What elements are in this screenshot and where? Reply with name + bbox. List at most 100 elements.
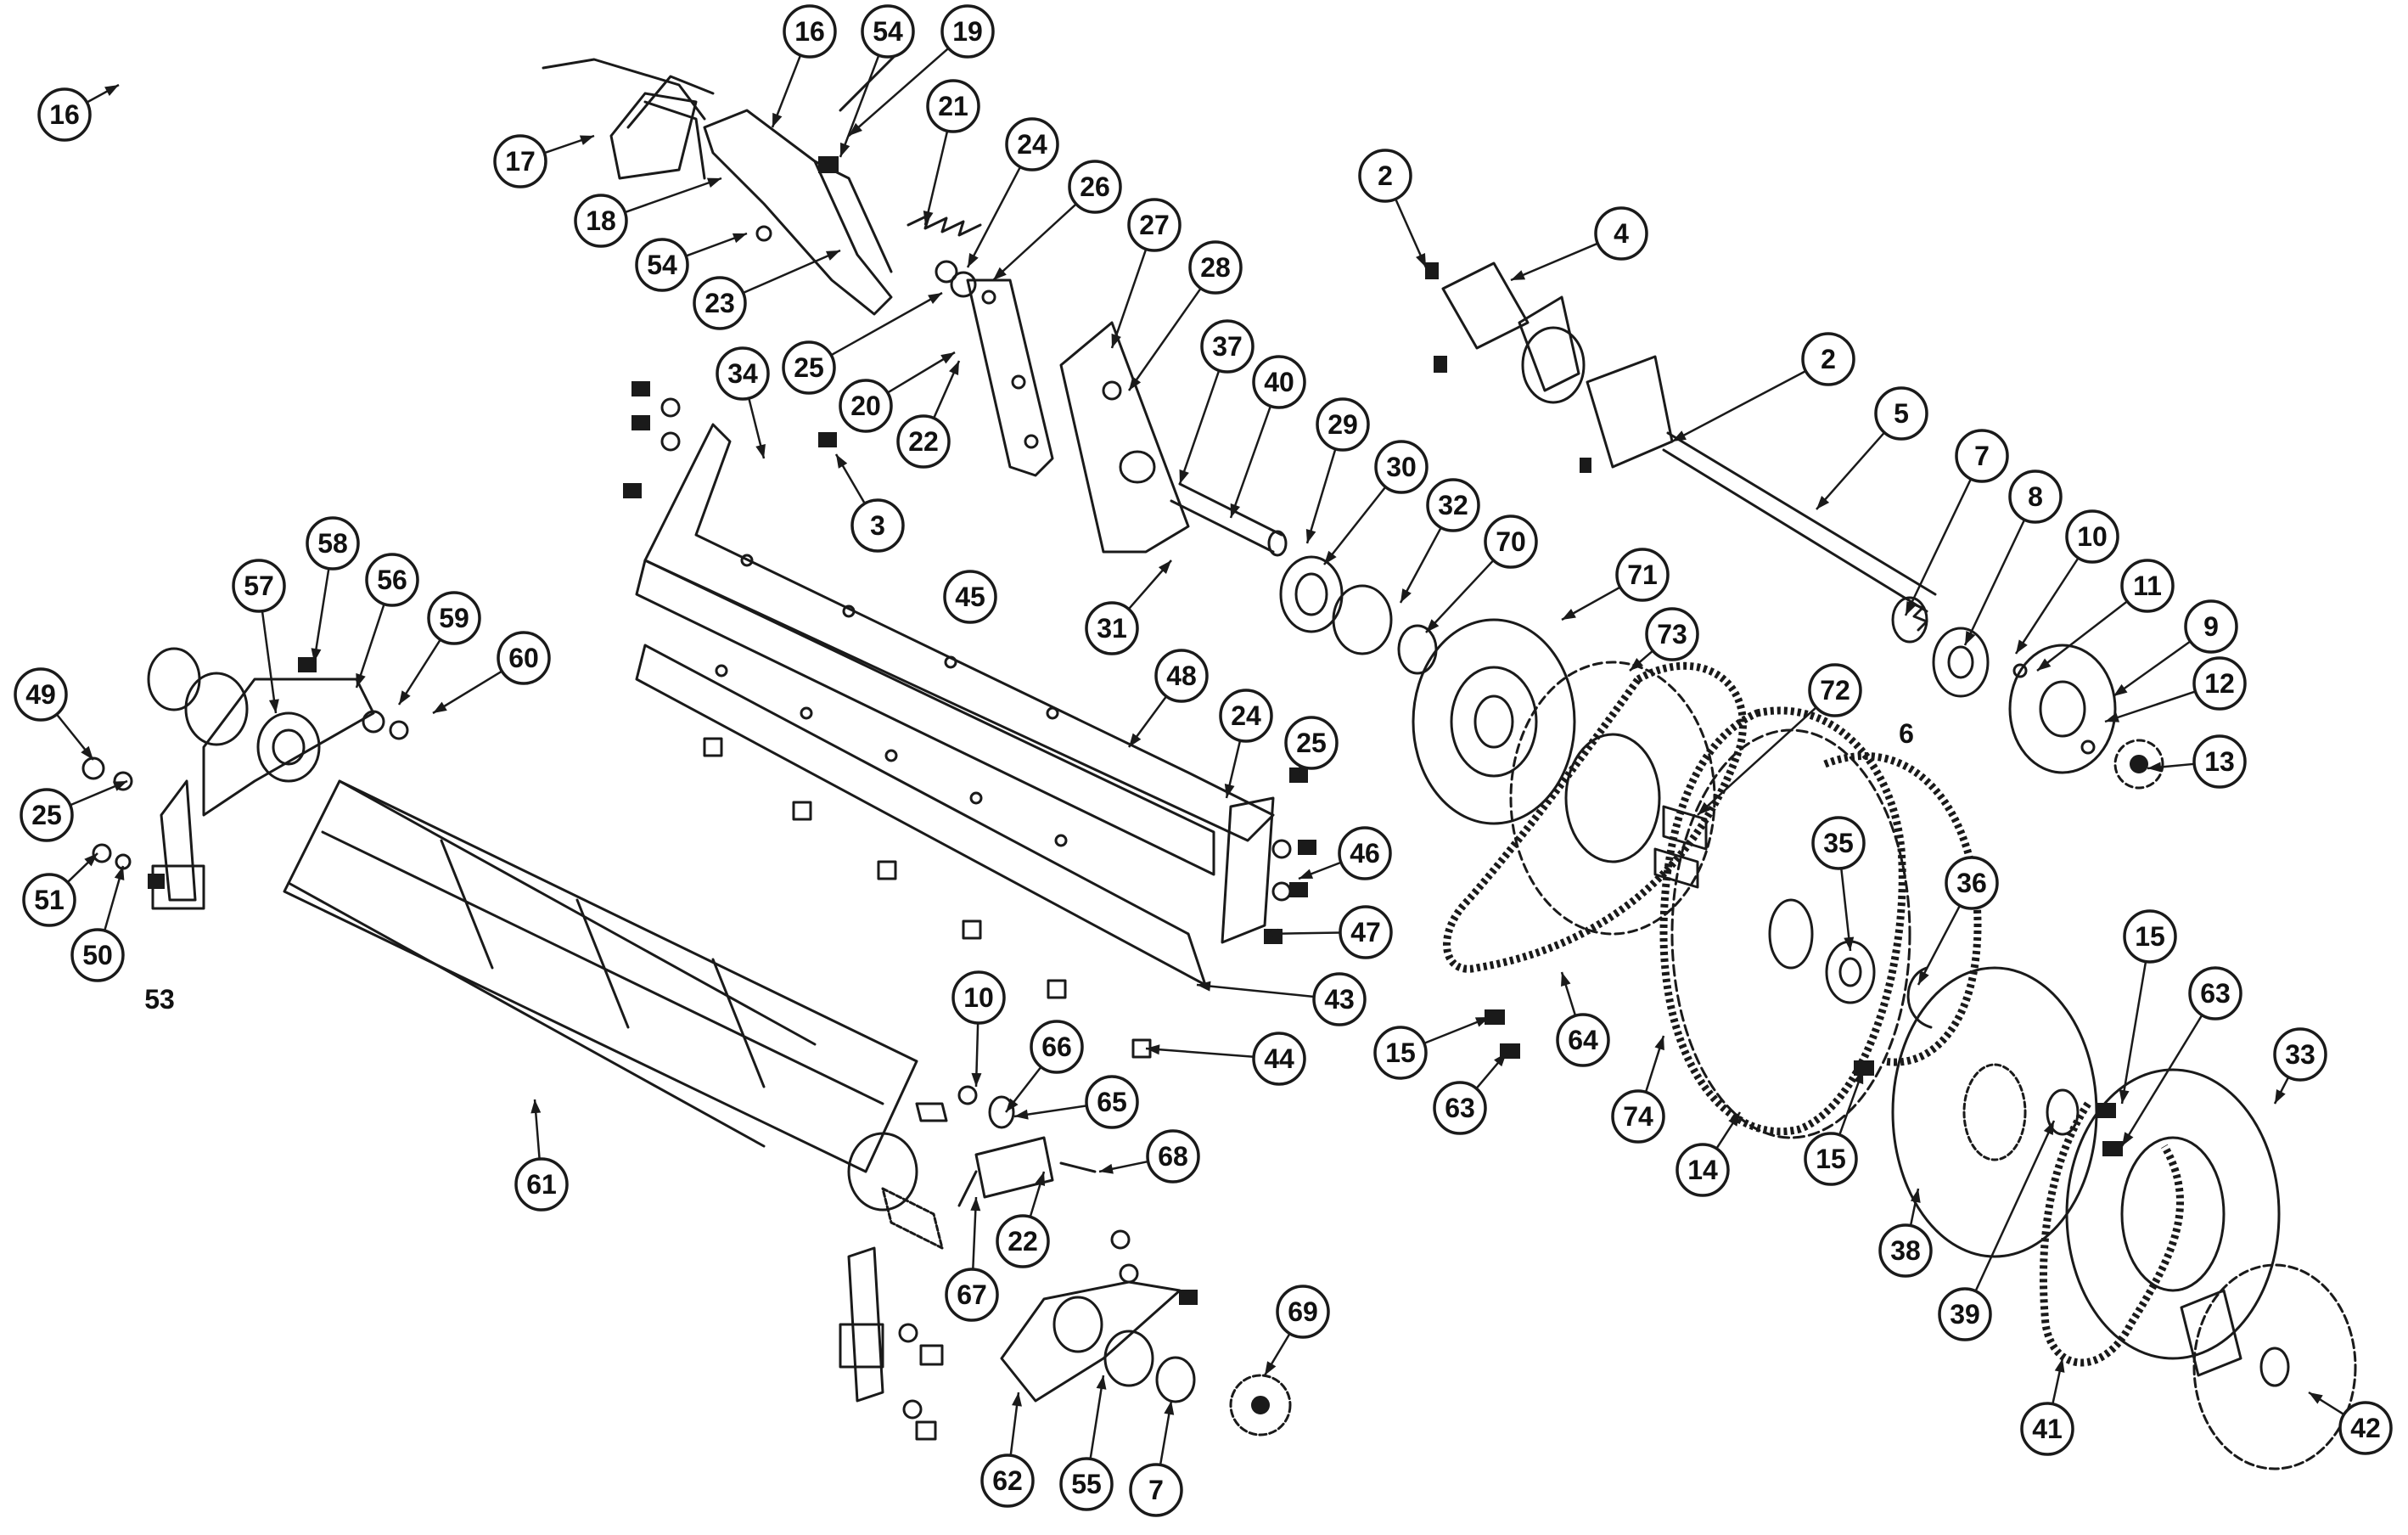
callout-circle: [1374, 440, 1429, 494]
leader-arrow-46: [1299, 869, 1314, 879]
callout-circle: [1085, 1075, 1139, 1129]
leader-arrow-32: [1400, 588, 1412, 603]
leader-arrow-15: [1474, 1017, 1490, 1027]
callout-circle: [37, 87, 92, 142]
leader-arrow-10: [2016, 639, 2028, 654]
callout-12: 12: [2192, 656, 2247, 711]
callout-54: 54: [635, 238, 689, 292]
callout-circle: [1611, 1089, 1665, 1144]
leader-arrow-25: [112, 781, 127, 791]
leader-line-40: [1229, 405, 1272, 519]
leader-line-58: [312, 568, 330, 663]
leader-arrow-2: [1672, 430, 1687, 441]
callout-44: 44: [1252, 1032, 1306, 1086]
leader-arrow-2: [1416, 252, 1426, 267]
callout-circle: [861, 4, 915, 59]
leader-arrow-22: [1035, 1172, 1046, 1187]
leader-arrow-7: [1906, 600, 1917, 616]
callout-circle: [2273, 1027, 2327, 1082]
callout-25: 25: [1284, 716, 1339, 770]
callout-43: 43: [1312, 972, 1367, 1026]
leader-arrow-43: [1197, 981, 1211, 992]
leader-arrow-50: [114, 866, 125, 881]
leader-line-57: [261, 610, 278, 714]
callout-number: 9: [2203, 611, 2219, 642]
leader-arrow-68: [1099, 1163, 1114, 1174]
part-coupling: [1425, 261, 1674, 473]
callout-circle: [1645, 607, 1699, 661]
callout-63: 63: [2188, 966, 2242, 1021]
callout-circle: [1808, 663, 1862, 717]
leader-arrow-74: [1654, 1036, 1664, 1051]
callout-circle: [783, 4, 837, 59]
callout-number: 58: [317, 528, 348, 559]
callout-number: 55: [1071, 1469, 1102, 1499]
part-linkage: [915, 1085, 1097, 1207]
callout-number: 65: [1097, 1087, 1127, 1117]
callout-number: 15: [2135, 921, 2165, 952]
callout-number: 42: [2350, 1413, 2381, 1443]
leader-arrow-40: [1230, 503, 1241, 518]
callout-number: 50: [82, 940, 113, 970]
callout-19: 19: [940, 4, 995, 59]
callout-18: 18: [574, 194, 628, 248]
leader-arrow-4: [1511, 270, 1526, 280]
callout-circle: [306, 516, 360, 571]
leader-arrow-51: [84, 853, 98, 867]
callout-number: 51: [34, 885, 65, 915]
callout-22: 22: [896, 414, 951, 469]
callout-circle: [1316, 397, 1370, 452]
callout-number: 25: [1296, 728, 1327, 758]
leader-arrow-27: [1111, 333, 1121, 348]
leader-line-18: [624, 177, 722, 214]
leader-arrow-69: [1265, 1361, 1277, 1375]
part-main-frame: [635, 423, 1275, 987]
leader-arrow-41: [2054, 1358, 2065, 1373]
callout-circle: [1338, 826, 1392, 880]
callout-28: 28: [1188, 240, 1243, 295]
callout-circle: [232, 559, 286, 613]
leader-arrow-54: [732, 233, 747, 244]
leader-arrow-3: [836, 454, 848, 469]
callout-number: 21: [938, 91, 968, 121]
free-labels: 53 6: [144, 718, 1914, 1015]
leader-arrow-16: [104, 85, 119, 96]
leader-line-12: [2104, 690, 2196, 723]
callout-number: 44: [1264, 1043, 1294, 1074]
callout-17: 17: [493, 134, 547, 188]
leader-arrow-35: [1844, 936, 1855, 951]
callout-circle: [1059, 1457, 1114, 1511]
callout-24: 24: [1219, 689, 1273, 743]
callout-number: 54: [647, 250, 677, 280]
callout-number: 31: [1097, 613, 1127, 644]
callout-number: 49: [25, 679, 56, 710]
callout-48: 48: [1154, 649, 1209, 703]
callout-number: 10: [963, 982, 994, 1013]
leader-line-9: [2113, 640, 2192, 698]
leader-arrow-49: [81, 745, 93, 760]
callout-55: 55: [1059, 1457, 1114, 1511]
callout-circle: [951, 970, 1006, 1025]
callout-4: 4: [1594, 206, 1648, 261]
callout-35: 35: [1811, 816, 1866, 870]
callout-number: 61: [526, 1169, 557, 1200]
leader-line-7: [1904, 478, 1973, 616]
callout-number: 46: [1350, 838, 1380, 869]
callout-number: 56: [377, 565, 407, 595]
callout-72: 72: [1808, 663, 1862, 717]
leader-line-55: [1089, 1375, 1105, 1459]
callout-26: 26: [1068, 160, 1122, 214]
free-label-6: 6: [1899, 718, 1914, 749]
leader-line-37: [1178, 369, 1221, 485]
leader-arrow-36: [1918, 970, 1929, 985]
part-bearing-stack: [1279, 555, 1438, 675]
callout-circle: [1200, 319, 1255, 374]
part-short-shaft: [1170, 482, 1288, 557]
callout-circle: [2192, 656, 2247, 711]
part-spacer-35: [1825, 940, 1933, 1029]
leader-arrow-47: [1265, 928, 1279, 939]
callout-circle: [1938, 1287, 1992, 1341]
leader-line-29: [1305, 448, 1337, 544]
leader-arrow-63: [2122, 1132, 2134, 1146]
